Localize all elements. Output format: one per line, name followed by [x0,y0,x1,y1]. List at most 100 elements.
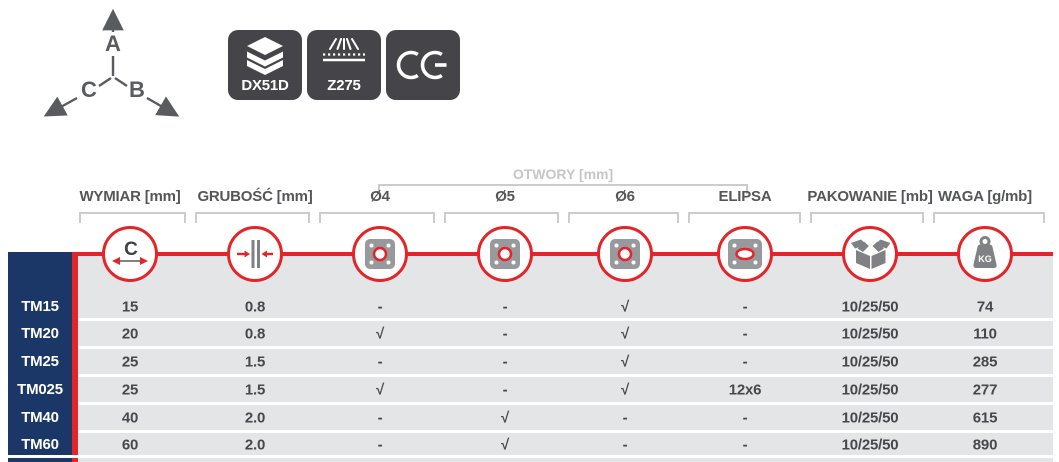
table-cell: √ [375,381,385,399]
plate-round-hole-icon [490,239,520,269]
table-cell: 74 [976,298,994,316]
axis-label-a: A [105,31,121,56]
badge-coating-label: Z275 [327,77,361,94]
col-header-elipsa: ELIPSA [718,188,772,205]
col-header-o4: Ø4 [370,188,390,205]
table-cell: - [502,325,508,343]
badge-material: DX51D [228,30,302,100]
badge-material-label: DX51D [241,77,289,94]
col-header-o5: Ø5 [495,188,515,205]
circle-elipsa [717,226,773,282]
badge-ce [386,30,460,100]
row-divider [78,318,1053,321]
weight-kg-icon: KG [973,236,997,268]
plate-ellipse-hole-icon [728,239,762,269]
table-cell: 10/25/50 [841,436,899,454]
partial-row-label [8,458,72,462]
table-cell: 10/25/50 [841,298,899,316]
layers-icon [247,37,283,75]
table-cell: - [742,353,748,371]
plate-round-hole-icon [365,239,395,269]
partial-row-body [78,458,1053,462]
column-bracket [79,212,186,223]
red-accent-line [72,252,1053,256]
row-label-tm40: TM40 [21,409,59,426]
ce-mark-icon [396,50,447,80]
table-cell: √ [500,409,510,427]
circle-width: C [102,226,158,282]
table-cell: 12x6 [728,381,762,399]
red-accent-stripe [72,252,78,455]
table-cell: - [502,298,508,316]
table-cell: - [742,409,748,427]
table-cell: - [377,436,383,454]
package-box-icon [851,239,890,269]
table-cell: 0.8 [244,325,266,343]
table-cell: 890 [972,436,998,454]
table-cell: 25 [121,353,139,371]
table-cell: 20 [121,325,139,343]
table-cell: 2.0 [244,436,266,454]
circle-thickness [227,226,283,282]
table-cell: 15 [121,298,139,316]
row-label-tm25: TM25 [21,353,59,370]
table-cell: √ [620,325,630,343]
table-cell: √ [620,381,630,399]
badge-coating: Z275 [307,30,381,100]
table-cell: 110 [973,325,997,343]
circle-pakowanie [842,226,898,282]
group-header-otwory: OTWORY [mm] [512,166,614,182]
plate-round-hole-icon [610,239,640,269]
table-cell: 277 [972,381,998,399]
table-cell: √ [620,298,630,316]
weight-kg-label: KG [978,254,992,264]
table-cell: - [377,298,383,316]
row-label-tm15: TM15 [21,298,59,315]
table-cell: - [502,353,508,371]
row-divider [78,374,1053,377]
col-header-pakowanie: PAKOWANIE [mb] [807,188,933,205]
partial-row-stripe [72,458,78,462]
col-header-wymiar: WYMIAR [mm] [79,188,181,205]
table-cell: - [742,436,748,454]
table-cell: 10/25/50 [841,381,899,399]
circle-waga: KG [957,226,1013,282]
col-header-grubosc: GRUBOŚĆ [mm] [197,188,313,205]
table-cell: 40 [121,409,139,427]
row-divider [78,430,1053,433]
table-cell: 10/25/50 [841,409,899,427]
zinc-coating-icon [323,38,365,62]
table-cell: √ [500,436,510,454]
column-bracket [810,212,924,223]
table-cell: - [502,381,508,399]
axis-label-b: B [129,77,145,102]
col-header-waga: WAGA [g/mb] [938,188,1032,205]
circle-o4 [352,226,408,282]
table-cell: 60 [121,436,139,454]
table-cell: 615 [972,409,998,427]
table-cell: 1.5 [244,381,266,399]
column-bracket [568,212,679,223]
table-cell: - [377,353,383,371]
row-label-tm60: TM60 [21,436,59,453]
row-label-tm025: TM025 [17,381,63,398]
table-cell: √ [620,353,630,371]
dimension-axes-diagram: A C B [43,8,180,117]
table-cell: - [622,409,628,427]
column-bracket [688,212,801,223]
table-cell: 1.5 [244,353,266,371]
table-cell: √ [375,325,385,343]
table-cell: 285 [972,353,998,371]
thickness-icon [237,240,273,268]
row-divider [78,346,1053,349]
width-dimension-icon: C [112,239,148,265]
table-cell: - [622,436,628,454]
table-cell: 0.8 [244,298,266,316]
row-label-column [8,252,72,455]
column-bracket [933,212,1045,223]
group-bracket [378,184,748,194]
axis-label-c: C [81,77,97,102]
table-cell: - [742,298,748,316]
table-cell: 10/25/50 [841,353,899,371]
